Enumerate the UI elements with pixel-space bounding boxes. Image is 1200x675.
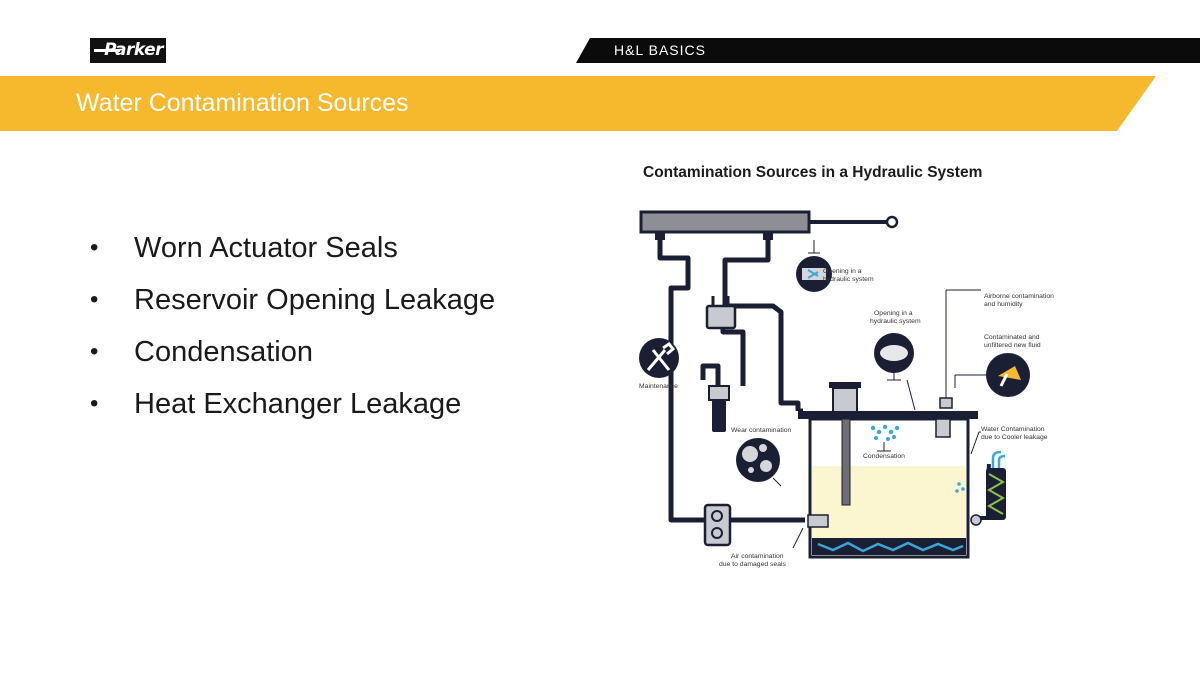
directional-valve <box>705 296 737 330</box>
new-fluid-icon <box>954 353 1030 397</box>
reservoir-tank <box>798 411 978 559</box>
condensation-droplets <box>870 424 900 452</box>
hydraulic-diagram-figure: Contamination Sources in a Hydraulic Sys… <box>603 148 1090 618</box>
pump <box>703 503 732 547</box>
air-contamination-leader <box>792 527 804 549</box>
label-opening-1a: Opening in a <box>823 268 862 275</box>
title-banner: Water Contamination Sources <box>0 76 1156 131</box>
filter-element <box>708 385 730 432</box>
label-opening-1b: hydraulic system <box>823 276 874 283</box>
heat-exchanger <box>955 431 1006 526</box>
maintenance-icon <box>639 338 679 378</box>
parker-logo: Parker <box>90 38 166 63</box>
label-air-seals-b: due to damaged seals <box>719 561 786 568</box>
slide-title: Water Contamination Sources <box>76 89 409 117</box>
label-wear: Wear contamination <box>731 427 792 434</box>
bullet-text: Worn Actuator Seals <box>134 232 398 264</box>
section-label: H&L BASICS <box>614 42 706 58</box>
label-cooler-a: Water Contamination <box>981 426 1045 433</box>
bullet-text: Reservoir Opening Leakage <box>134 284 496 316</box>
breather <box>939 289 981 409</box>
label-opening-2b: hydraulic system <box>870 318 921 325</box>
label-airborne-b: and humidity <box>984 301 1023 308</box>
label-new-fluid-b: unfiltered new fluid <box>984 342 1041 349</box>
figure-title: Contamination Sources in a Hydraulic Sys… <box>643 164 983 181</box>
label-air-seals-a: Air contamination <box>731 553 784 560</box>
opening-icon-2 <box>874 333 916 411</box>
label-new-fluid-a: Contaminated and <box>984 334 1040 341</box>
label-opening-2a: Opening in a <box>874 310 913 317</box>
hydraulic-system-diagram: Opening in a hydraulic system Opening in… <box>639 210 1054 568</box>
section-bar: H&L BASICS <box>576 38 1200 63</box>
label-maintenance: Maintenance <box>639 383 678 390</box>
actuator-cylinder <box>639 210 899 240</box>
bullet-text: Heat Exchanger Leakage <box>134 388 462 420</box>
tank-cap-valve <box>829 382 861 413</box>
pipes <box>657 240 805 523</box>
logo-text: Parker <box>104 40 163 60</box>
opening-icon <box>796 240 832 292</box>
wear-contamination-icon <box>736 438 782 487</box>
label-cooler-b: due to Cooler leakage <box>981 434 1048 441</box>
label-airborne-a: Airborne contamination <box>984 293 1054 300</box>
label-condensation: Condensation <box>863 453 905 460</box>
bullet-text: Condensation <box>134 336 313 368</box>
